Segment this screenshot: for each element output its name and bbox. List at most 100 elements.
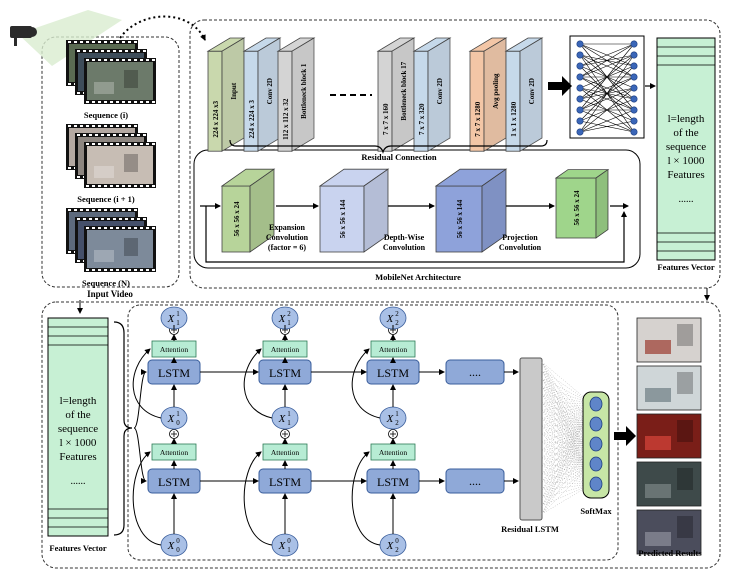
attention-label: Attention	[160, 345, 189, 354]
lstm-cell-label: LSTM	[377, 366, 409, 380]
mobilenet-layer: 224 x 224 x3 Input	[206, 37, 246, 152]
bottleneck-block: 56 x 56 x 24	[554, 168, 610, 239]
node-subscript: 2	[395, 419, 399, 427]
layer-name-label: Conv 2D	[436, 78, 444, 104]
residual-connection-label: Residual Connection	[361, 152, 437, 162]
block-size-label: 56 x 56 x 24	[573, 190, 581, 226]
fc-node	[576, 95, 584, 103]
fc-node	[576, 106, 584, 114]
features-vector-text: l × 1000	[668, 155, 705, 167]
layer-name-label: Input	[230, 82, 238, 99]
lstm-cell-label: LSTM	[269, 366, 301, 380]
results-arrow	[614, 426, 636, 446]
softmax-node	[589, 456, 603, 472]
lstm-cell-label: LSTM	[158, 366, 190, 380]
input-video-sequences: Sequence (i)Sequence (i + 1) Sequence (N)	[66, 40, 156, 288]
attention-label: Attention	[379, 345, 408, 354]
layer-size-label: 7 x 7 x 320	[418, 103, 426, 135]
sequence-label: Sequence (N)	[82, 278, 130, 288]
softmax-node	[589, 436, 603, 452]
block-size-label: 56 x 56 x 24	[233, 201, 241, 237]
fc-node	[630, 73, 638, 81]
attention-block: Attention	[370, 443, 416, 461]
residual-lstm-bar	[519, 357, 543, 521]
attention-label: Attention	[271, 448, 300, 457]
block-op-label: (factor = 6)	[268, 243, 307, 252]
features-vector-text: Features	[59, 451, 96, 463]
layer-name-label: Conv 2D	[266, 78, 274, 104]
lstm-cell-label: LSTM	[269, 475, 301, 489]
fc-node	[630, 106, 638, 114]
node-subscript: 2	[395, 546, 399, 554]
block-op-label: Expansion	[269, 223, 306, 232]
softmax-label: SoftMax	[580, 506, 612, 516]
node-label: X	[386, 540, 395, 552]
layer-size-label: 7 x 7 x 160	[382, 103, 390, 135]
features-brace	[113, 321, 133, 536]
features-vector-bottom-label: Features Vector	[49, 543, 106, 553]
node-label: X	[167, 540, 176, 552]
block-op-label: Convolution	[266, 233, 309, 242]
attention-block: Attention	[370, 340, 416, 358]
lstm-ellipsis-cell: ....	[445, 468, 505, 494]
layer-name-label: Bottleneck block 1	[300, 63, 308, 119]
video-frame	[84, 142, 156, 188]
attention-block: Attention	[151, 340, 197, 358]
node-label: X	[278, 313, 287, 325]
node-label: X	[386, 313, 395, 325]
attention-label: Attention	[160, 448, 189, 457]
softmax-node	[589, 476, 603, 492]
features-vector-text: l=length	[668, 113, 705, 125]
residual-lstm-label: Residual LSTM	[501, 524, 559, 534]
features-vector-text: of the	[65, 409, 90, 421]
block-op-label: Convolution	[499, 243, 542, 252]
mobilenet-label: MobileNet Architecture	[375, 272, 461, 282]
block-op-label: Depth-Wise	[384, 233, 425, 242]
block-op-label: Convolution	[383, 243, 426, 252]
node-subscript: 1	[176, 319, 180, 327]
node-superscript: 2	[395, 310, 399, 318]
add-operator	[280, 429, 290, 439]
input-video-label: Input Video	[87, 289, 133, 299]
fc-node	[576, 117, 584, 125]
node-superscript: 2	[287, 310, 291, 318]
bottleneck-block: 56 x 56 x 144	[434, 168, 508, 253]
layer-size-label: 1 x 1 x 1280	[510, 101, 518, 137]
ellipsis-label: ....	[469, 365, 481, 379]
lstm-cell: LSTM	[147, 359, 201, 385]
block-size-label: 56 x 56 x 144	[456, 199, 464, 238]
features-vector-dots: ......	[679, 194, 694, 205]
block-op-label: Projection	[502, 233, 538, 242]
fc-node	[576, 128, 584, 136]
attention-block: Attention	[262, 443, 308, 461]
node-subscript: 1	[287, 546, 291, 554]
node-superscript: 1	[287, 410, 291, 418]
features-vector-text: sequence	[58, 423, 98, 435]
block-size-label: 56 x 56 x 144	[339, 199, 347, 238]
attention-label: Attention	[271, 345, 300, 354]
mobilenet-region	[189, 19, 721, 289]
fc-node	[630, 95, 638, 103]
lstm-region	[41, 301, 721, 569]
node-subscript: 2	[395, 319, 399, 327]
predicted-frame	[636, 413, 702, 459]
layer-size-label: 224 x 224 x3	[212, 100, 220, 137]
input-video-region	[41, 36, 180, 288]
camera-icon	[10, 10, 122, 66]
predicted-frame	[636, 365, 702, 411]
fc-node	[576, 51, 584, 59]
predicted-frame	[636, 461, 702, 507]
layer-size-label: 112 x 112 x 32	[282, 98, 290, 140]
sequence-group: Sequence (i + 1)	[66, 124, 156, 204]
sequence-group: Sequence (i)	[66, 40, 156, 120]
